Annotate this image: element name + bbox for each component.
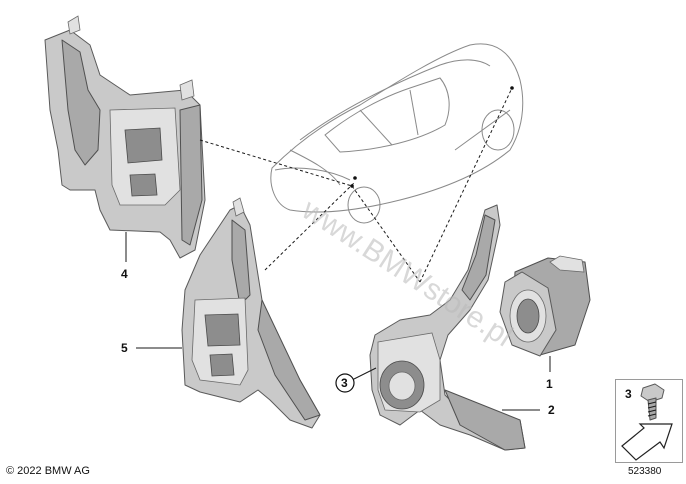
part-5-bracket bbox=[181, 197, 321, 429]
mount-point-front-2 bbox=[353, 176, 357, 180]
screw-icon bbox=[640, 383, 665, 421]
leader-lines bbox=[125, 232, 551, 411]
mount-point-rear bbox=[510, 86, 514, 90]
connection-lines bbox=[199, 87, 513, 283]
callout-2: 2 bbox=[548, 403, 555, 417]
car-outline bbox=[270, 43, 524, 224]
legend-box bbox=[615, 379, 683, 463]
legend-callout-3: 3 bbox=[625, 387, 632, 401]
callout-1: 1 bbox=[546, 377, 553, 391]
callout-4: 4 bbox=[121, 267, 128, 281]
callout-5: 5 bbox=[121, 341, 128, 355]
copyright: © 2022 BMW AG bbox=[6, 465, 90, 477]
callout-3: 3 bbox=[341, 376, 348, 390]
part-2-bracket bbox=[369, 204, 526, 451]
arrow-icon bbox=[621, 423, 673, 461]
part-1-sensor bbox=[499, 255, 591, 357]
diagram-id: 523380 bbox=[628, 466, 662, 477]
part-4-bracket bbox=[44, 15, 206, 259]
callout-3-circle bbox=[335, 373, 355, 393]
mount-point-front bbox=[350, 184, 354, 188]
